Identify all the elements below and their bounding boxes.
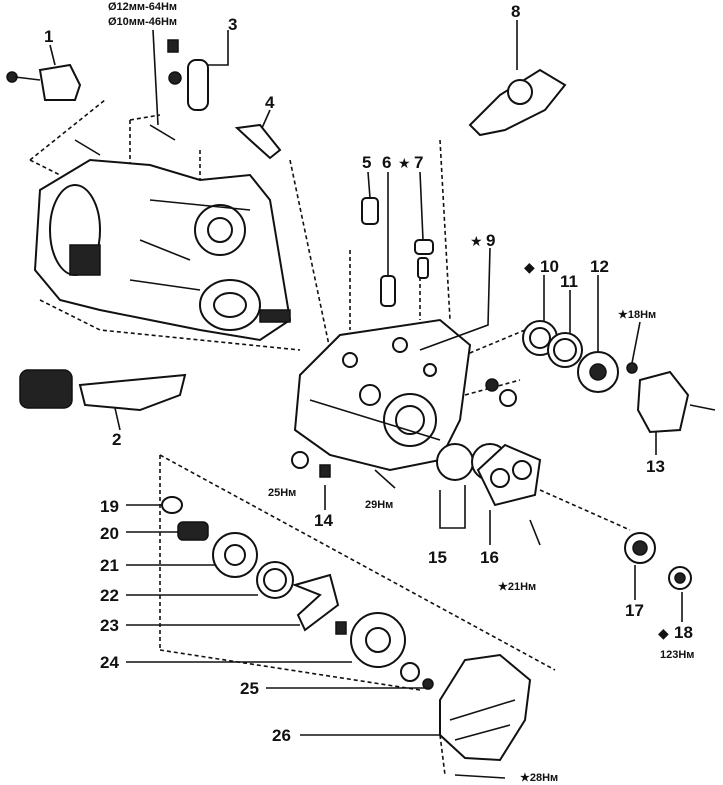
part-2-release-fork	[19, 369, 187, 431]
label-part-16: 16	[480, 548, 499, 567]
part-8-shift-assembly	[468, 68, 567, 137]
label-part-18: 18	[674, 623, 693, 642]
label-part-13: 13	[646, 457, 665, 476]
part-7-plug	[414, 239, 434, 279]
label-part-11: 11	[560, 272, 578, 291]
label-part-15: 15	[428, 548, 447, 567]
torque-123nm: 123Нм	[660, 649, 694, 661]
label-part-4: 4	[265, 93, 275, 112]
part-4-sensor	[234, 123, 282, 160]
part-26-housing-cover	[439, 653, 532, 779]
part-17-gear	[624, 532, 656, 564]
marker-part-10: ◆	[524, 260, 535, 276]
label-part-2: 2	[112, 430, 121, 449]
part-6-switch	[380, 275, 396, 307]
part-12-bearing-retainer	[577, 351, 638, 393]
label-part-12: 12	[590, 257, 609, 276]
marker-part-9: ★	[470, 234, 483, 250]
part-24-hub	[335, 612, 406, 668]
leader-lines	[49, 20, 683, 736]
part-22-synchronizer-ring	[256, 561, 294, 599]
part-18-nut	[668, 566, 692, 590]
transmission-case	[33, 158, 292, 342]
torque-labels: ★18Нм 25Нм 29Нм ★21Нм 123Нм ★28Нм	[268, 309, 694, 784]
label-part-1: 1	[44, 27, 53, 46]
part-5-switch	[361, 197, 379, 225]
part-1-cover	[6, 63, 82, 101]
label-part-24: 24	[100, 653, 119, 672]
label-part-10: 10	[540, 257, 559, 276]
part-13-bracket	[636, 370, 716, 434]
label-part-3: 3	[228, 15, 237, 34]
mounting-bolts	[74, 124, 176, 156]
assembly-guide-lines	[29, 99, 631, 776]
torque-29nm: 29Нм	[365, 499, 393, 511]
torque-spec-line-2: Ø10мм-46Нм	[108, 16, 177, 28]
label-part-8: 8	[511, 2, 520, 21]
part-19-ring	[161, 496, 183, 514]
part-labels: 1 2 3 4 5 6 ★ 7 8 ★ 9 ◆ 10 11 12 13 14 1…	[44, 2, 693, 745]
torque-18nm: ★18Нм	[618, 309, 656, 321]
label-part-19: 19	[100, 497, 119, 516]
part-11-seal-ring	[547, 332, 583, 368]
rear-housing	[293, 318, 472, 472]
part-20-needle-bearing	[177, 521, 209, 541]
label-part-21: 21	[100, 556, 119, 575]
part-16-plate	[476, 443, 542, 546]
part-3-plug	[167, 39, 209, 111]
label-part-14: 14	[314, 511, 333, 530]
torque-21nm: ★21Нм	[498, 581, 536, 593]
marker-part-7: ★	[398, 156, 411, 172]
torque-spec-line-1: Ø12мм-64Нм	[108, 1, 177, 13]
label-part-22: 22	[100, 586, 119, 605]
torque-25nm: 25Нм	[268, 487, 296, 499]
label-part-5: 5	[362, 153, 371, 172]
label-part-25: 25	[240, 679, 259, 698]
label-part-20: 20	[100, 524, 119, 543]
label-part-17: 17	[625, 601, 644, 620]
torque-28nm: ★28Нм	[520, 772, 558, 784]
drain-plugs	[291, 378, 517, 489]
label-part-6: 6	[382, 153, 391, 172]
label-part-9: 9	[486, 231, 495, 250]
label-part-23: 23	[100, 616, 119, 635]
marker-part-18: ◆	[658, 626, 669, 642]
part-21-gear	[212, 532, 258, 578]
part-23-shift-fork	[291, 573, 340, 632]
label-part-26: 26	[272, 726, 291, 745]
part-25-washer	[400, 662, 434, 690]
label-part-7: 7	[414, 153, 423, 172]
